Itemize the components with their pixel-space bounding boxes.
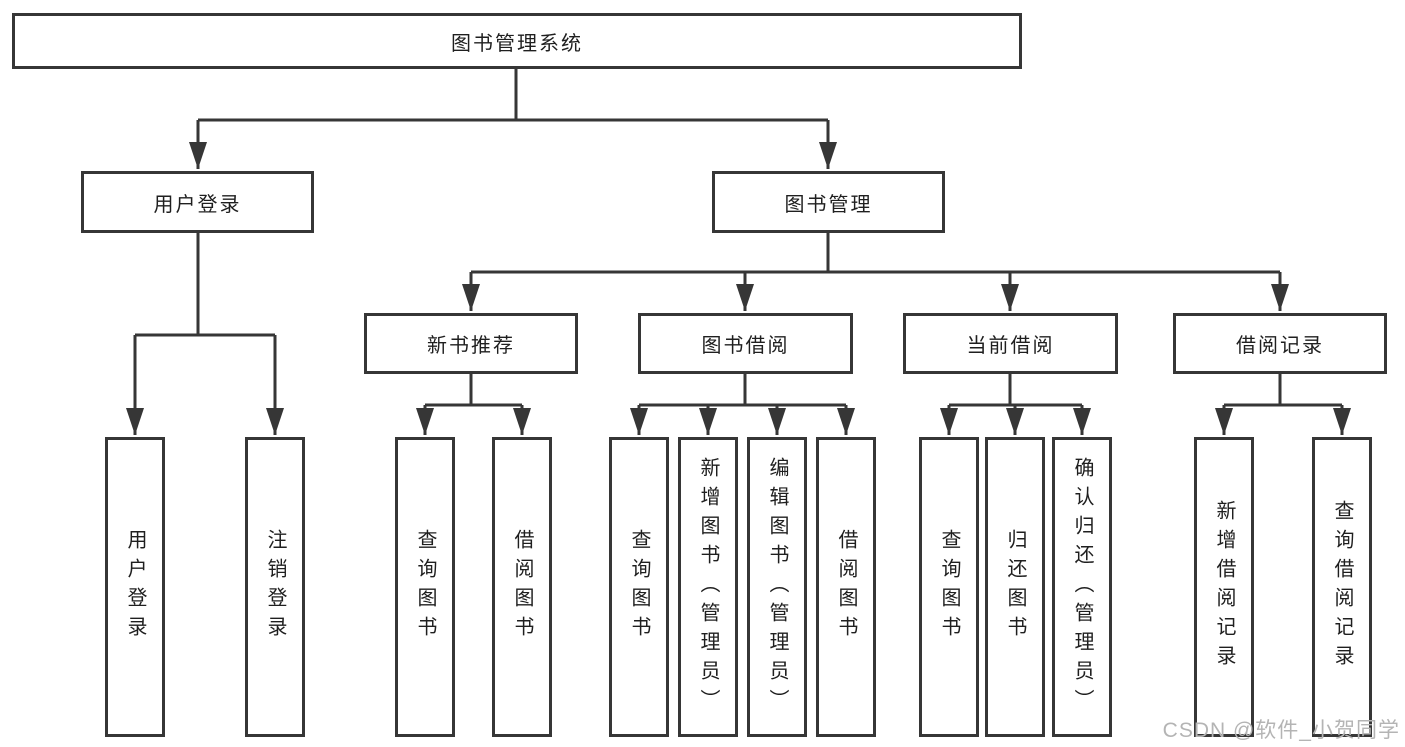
- leaf-edit-books-admin: 编辑图书（管理员）: [747, 437, 807, 737]
- leaf-logout: 注销登录: [245, 437, 305, 737]
- connector-user-login-children: [126, 231, 284, 435]
- connector-new-book-recommend-children: [416, 372, 531, 435]
- node-library-management-system: 图书管理系统: [12, 13, 1022, 69]
- leaf-add-books-admin: 新增图书（管理员）: [678, 437, 738, 737]
- leaf-query-books-recommend: 查询图书: [395, 437, 455, 737]
- leaf-user-login: 用户登录: [105, 437, 165, 737]
- connector-borrow-records-children: [1215, 372, 1351, 435]
- node-current-borrow: 当前借阅: [903, 313, 1118, 374]
- leaf-query-books-borrow: 查询图书: [609, 437, 669, 737]
- connector-book-management-children: [462, 231, 1289, 311]
- leaf-return-books: 归还图书: [985, 437, 1045, 737]
- leaf-add-borrow-record: 新增借阅记录: [1194, 437, 1254, 737]
- leaf-borrow-books-recommend: 借阅图书: [492, 437, 552, 737]
- node-book-borrow: 图书借阅: [638, 313, 853, 374]
- leaf-borrow-books: 借阅图书: [816, 437, 876, 737]
- node-user-login: 用户登录: [81, 171, 314, 233]
- node-new-book-recommend: 新书推荐: [364, 313, 578, 374]
- connector-root-to-level2: [189, 68, 837, 169]
- leaf-query-borrow-record: 查询借阅记录: [1312, 437, 1372, 737]
- leaf-confirm-return-admin: 确认归还（管理员）: [1052, 437, 1112, 737]
- connector-book-borrow-children: [630, 372, 855, 435]
- node-book-management: 图书管理: [712, 171, 945, 233]
- leaf-query-books-current: 查询图书: [919, 437, 979, 737]
- node-borrow-records: 借阅记录: [1173, 313, 1387, 374]
- connector-current-borrow-children: [940, 372, 1091, 435]
- watermark: CSDN @软件_小贺同学: [1162, 719, 1400, 742]
